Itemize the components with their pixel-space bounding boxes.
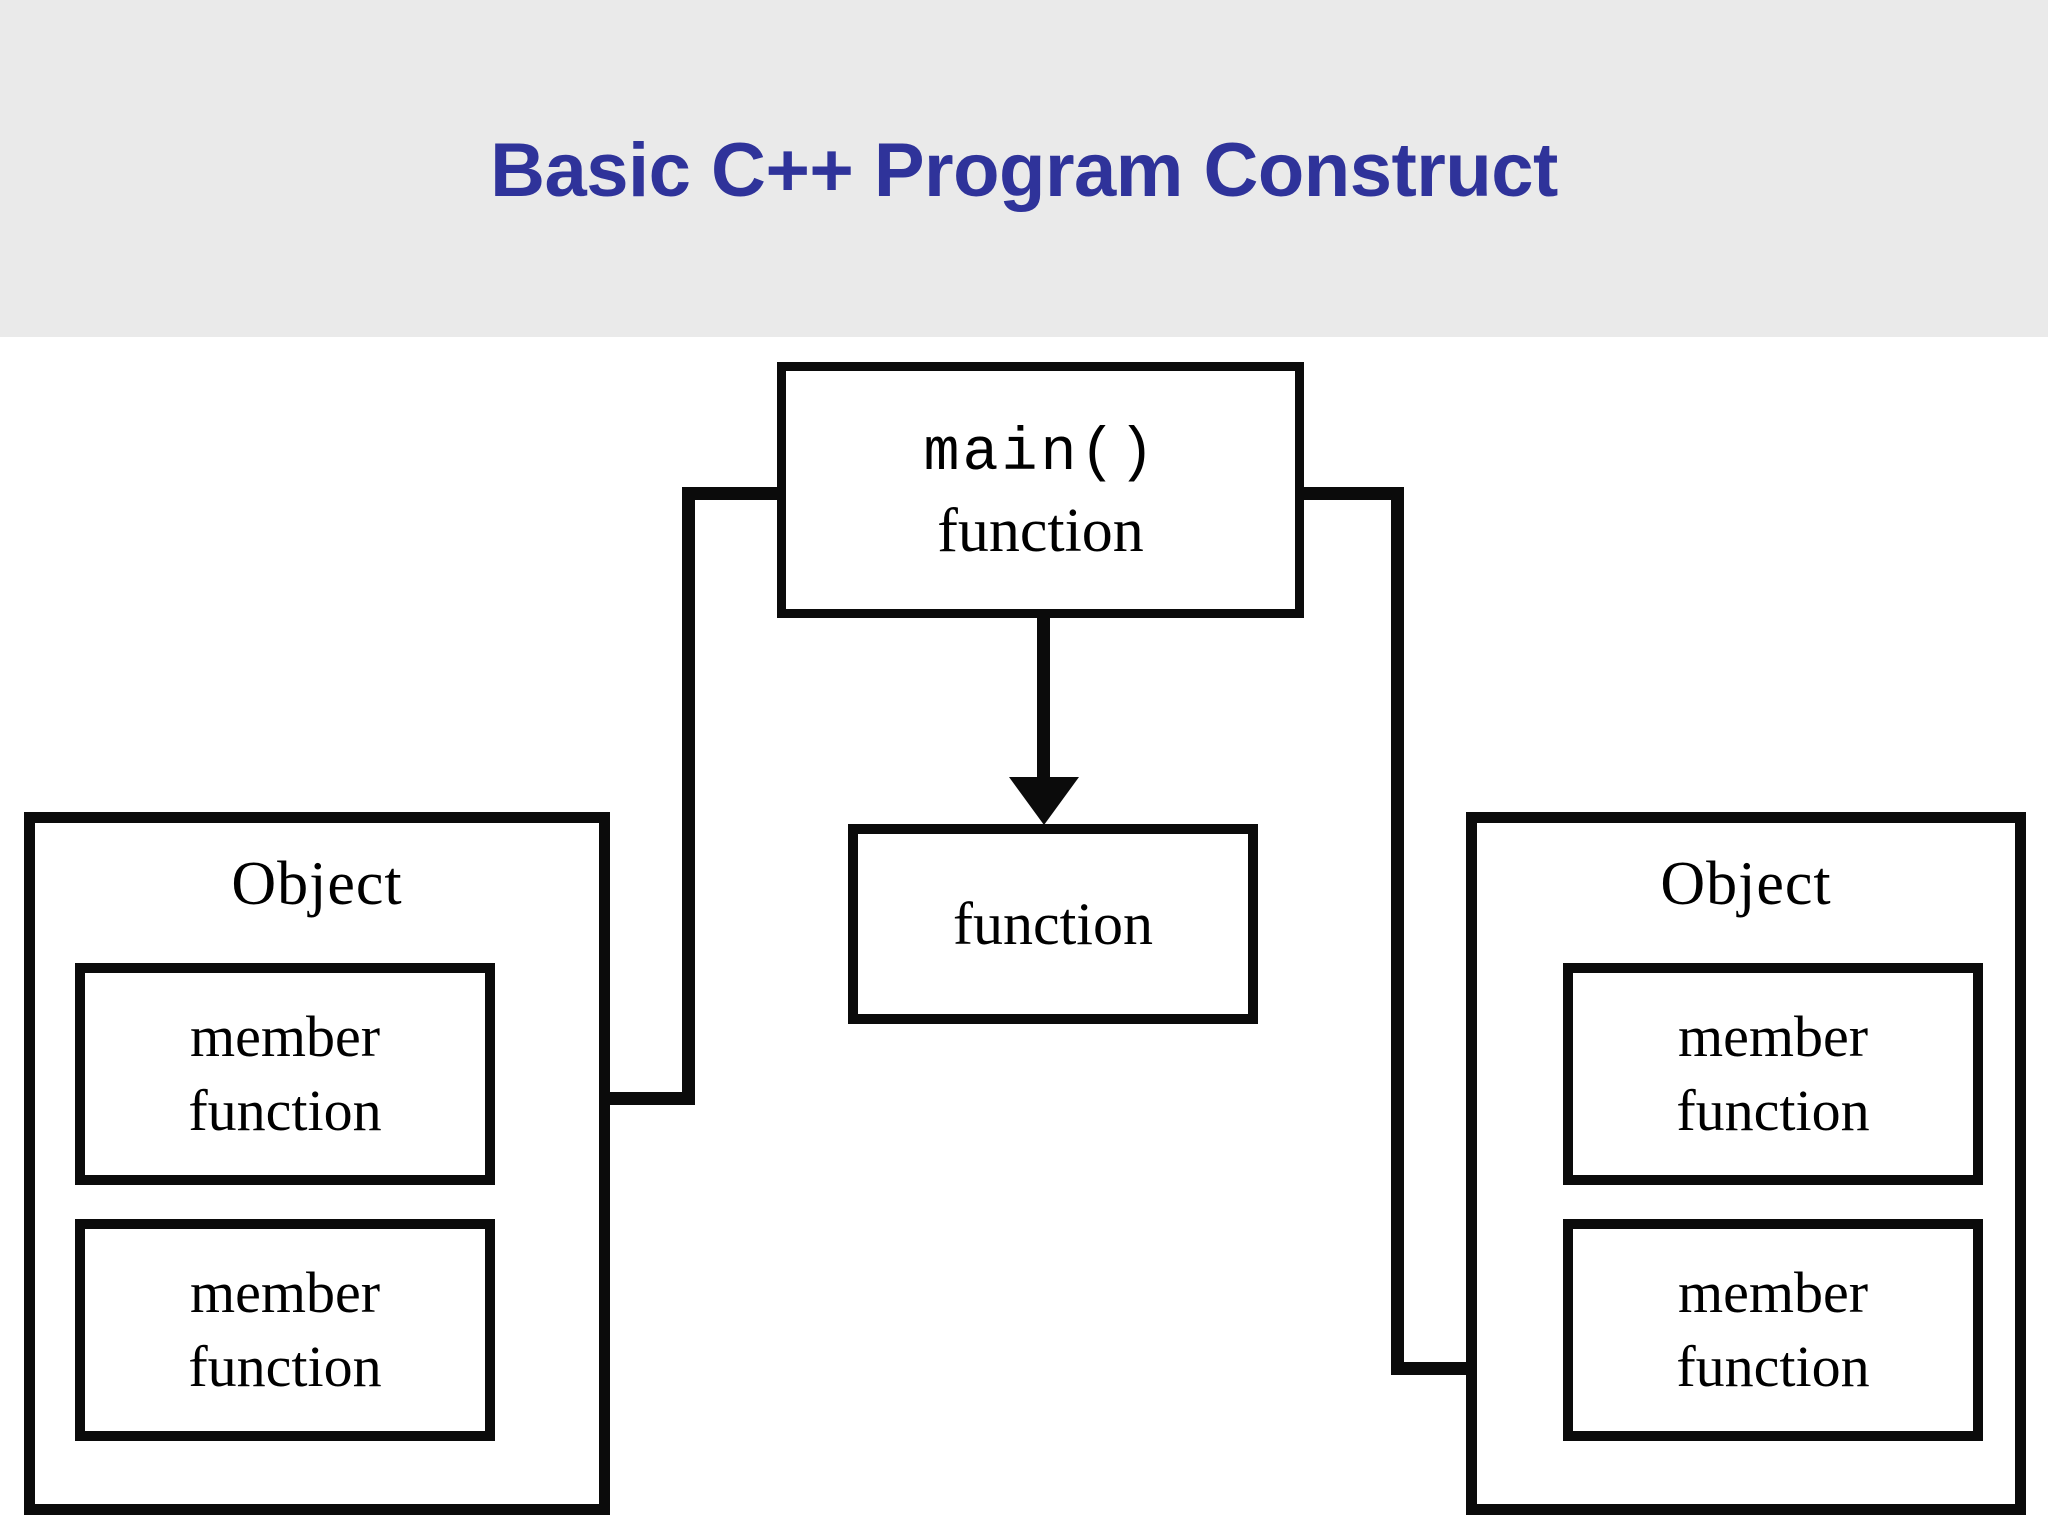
connector-main-to-right-object-segment-1 [1299,487,1404,500]
member-function-box: member function [75,1219,495,1441]
connector-main-to-left-object-segment-1 [682,487,782,500]
function-box-label: function [953,891,1153,957]
member-function-line-1: member [1677,1004,1869,1069]
connector-main-to-right-object-segment-2 [1391,487,1404,1375]
page-title: Basic C++ Program Construct [490,128,1558,213]
connector-main-to-function-stem [1037,618,1050,784]
member-function-line-2: function [1676,1078,1870,1143]
member-function-line-1: member [189,1004,381,1069]
title-band: Basic C++ Program Construct [0,0,2048,337]
member-function-box: member function [75,963,495,1185]
main-function-subtitle: function [937,497,1144,565]
member-function-box: member function [1563,1219,1983,1441]
program-construct-diagram: main() function function Object member f… [0,337,2048,1536]
object-box-left: Object member function member function [24,812,610,1515]
main-function-signature: main() [923,420,1158,488]
arrow-down-icon [1009,777,1079,825]
member-function-box: member function [1563,963,1983,1185]
connector-main-to-left-object-segment-2 [682,487,695,1105]
member-function-line-1: member [189,1260,381,1325]
member-function-line-1: member [1677,1260,1869,1325]
object-right-label: Object [1660,850,1832,918]
main-function-box: main() function [777,362,1304,618]
object-left-label: Object [231,850,403,918]
function-box: function [848,824,1258,1024]
object-box-right: Object member function member function [1466,812,2026,1515]
member-function-line-2: function [188,1078,382,1143]
member-function-line-2: function [1676,1334,1870,1399]
member-function-line-2: function [188,1334,382,1399]
